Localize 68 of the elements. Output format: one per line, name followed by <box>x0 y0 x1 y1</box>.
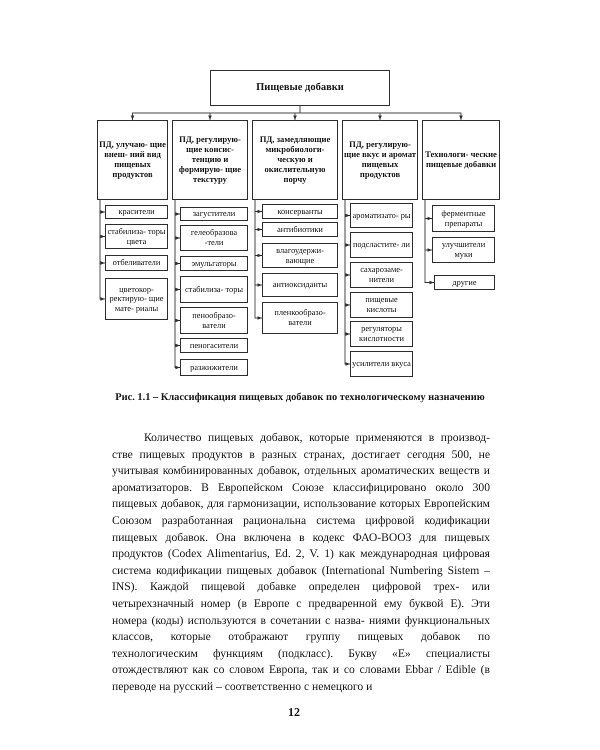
subcategory-box <box>180 338 248 353</box>
arrow <box>424 200 434 284</box>
subcategory-box <box>262 273 338 297</box>
subcategory-box <box>180 276 248 303</box>
subcategory-box <box>262 204 338 219</box>
node-label: пеногасители <box>190 340 238 350</box>
subcategory-box <box>350 292 413 318</box>
subcategory-box <box>350 232 413 258</box>
category-box <box>172 120 248 200</box>
subcategory-box <box>262 222 338 237</box>
node-label: разжижители <box>190 362 238 372</box>
subcategory-box <box>180 359 248 376</box>
subcategory-box <box>180 225 248 251</box>
figure-caption: Рис. 1.1 – Классификация пищевых добавок по технологическому назначению <box>114 391 486 405</box>
subcategory-box <box>105 278 168 320</box>
node-label: загустители <box>192 209 236 219</box>
node-label: пищевые кислоты <box>364 295 399 315</box>
subcategory-box <box>350 351 413 377</box>
arrow <box>300 106 463 120</box>
node-label: антиоксиданты <box>272 280 328 290</box>
subcategory-box <box>105 255 168 271</box>
node-label: пенообразо- ватели <box>191 310 237 330</box>
node-label: ПД, замедляющие микробиологи- ческую и окислительную порчу <box>258 135 332 185</box>
subcategory-box <box>180 307 248 334</box>
node-label: пленкообразо- ватели <box>273 308 327 328</box>
node-label: усилители вкуса <box>352 359 411 369</box>
node-label: антибиотики <box>277 224 323 234</box>
node-label: ароматизато- ры <box>352 210 411 220</box>
node-label: стабилиза- торы цвета <box>106 226 167 246</box>
node-label: Технологи- ческие пищевые добавки <box>424 150 498 170</box>
subcategory-box <box>350 203 413 228</box>
arrow <box>344 200 350 366</box>
page-number: 12 <box>288 705 300 720</box>
node-label: консерванты <box>277 206 323 216</box>
node-label: ПД, регулирую- щие консис- тенцию и формирую- щие текстуру <box>178 135 242 185</box>
subcategory-box <box>180 207 248 221</box>
root-box <box>210 70 390 106</box>
category-box <box>97 120 168 200</box>
subcategory-box <box>350 262 413 288</box>
node-label: подсластите- ли <box>352 240 410 250</box>
subcategory-box <box>432 237 495 263</box>
node-label: Пищевые добавки <box>256 82 344 94</box>
node-label: другие <box>452 278 477 288</box>
subcategory-box <box>105 205 168 219</box>
node-label: ПД, улучаю- щие внеш- ний вид пищевых продуктов <box>98 140 167 180</box>
node-label: сахарозаме- нители <box>359 265 404 285</box>
node-label: ПД, регулирую- щие вкус и аромат пищевых продуктов <box>343 140 417 180</box>
subcategory-box <box>432 205 495 232</box>
subcategory-box <box>262 302 338 334</box>
category-box <box>252 120 338 200</box>
node-label: влагоудержи- вающие <box>275 246 325 266</box>
body-paragraph: Количество пищевых добавок, которые применяются в производ- стве пищевых продуктов в разных странах, достигает сегодня 500, не учитывая комбинированных добавок, отдельных ароматических веществ и ароматизаторов. В Европейском Союзе классифицировано около 300 пищевых добавок, для гармонизации, использование которых Европейским Союзом разработанная рациональна система цифровой кодификации пищевых добавок. Она включена в кодекс ФАО-ВООЗ для пищевых продуктов (Codex Alimentarius, Ed. 2, V. 1) как международная цифровая система кодификации пищевых добавок (International Numbering Sistem – INS). Каждой пищевой добавке определен цифровой трех- или четырехзначный номер (в Европе с предваренной ему буквой Е). Эти номера (коды) используются в сочетании с назва- ниями функциональных классов, которые отображают группу пищевых добавок по технологическим функциям (подкласс). Букву «Е» специалисты отождествляют как со словом Европа, так и со словами Ebbar / Edible (в переводе на русский – соответственно с немецкого и <box>112 430 490 695</box>
node-label: улучшители муки <box>440 240 486 260</box>
subcategory-box <box>180 256 248 271</box>
node-label: отбеливатели <box>112 258 160 268</box>
arrow <box>254 200 262 320</box>
category-box <box>342 120 418 200</box>
node-label: красители <box>118 207 155 217</box>
subcategory-box <box>434 275 495 290</box>
node-label: регуляторы кислотности <box>358 324 405 344</box>
node-label: эмульгаторы <box>191 258 237 268</box>
node-label: цветокор- ректирую- щие мате- риалы <box>108 284 165 314</box>
node-label: гелеобразова -тели <box>190 228 238 248</box>
category-box <box>422 120 500 200</box>
node-label: ферментные препараты <box>440 208 487 228</box>
subcategory-box <box>262 243 338 268</box>
node-label: стабилиза- торы <box>184 284 244 294</box>
subcategory-box <box>350 321 413 347</box>
